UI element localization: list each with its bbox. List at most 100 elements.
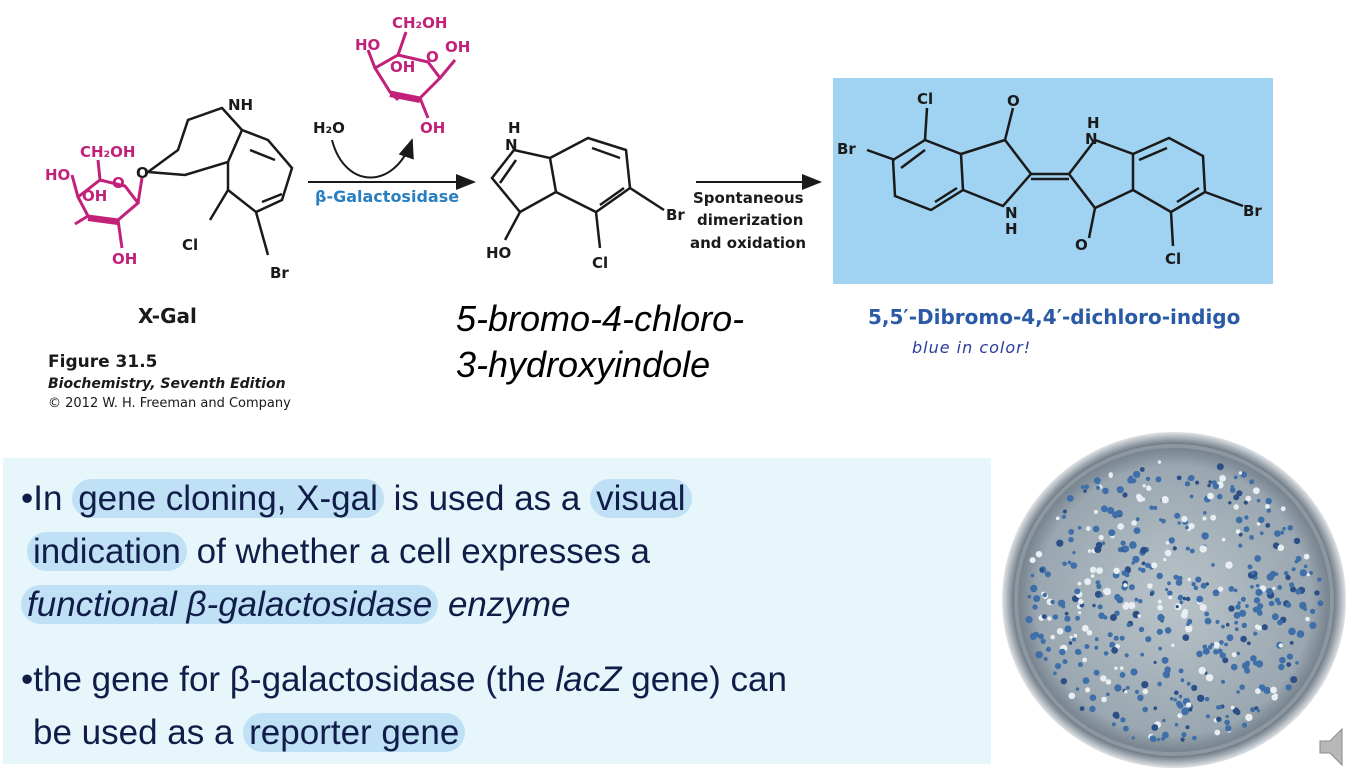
colony <box>1295 588 1302 595</box>
colony <box>1109 614 1117 621</box>
colony <box>1152 505 1158 511</box>
colony <box>1120 717 1126 723</box>
xgal-indole <box>144 106 294 256</box>
colony <box>1040 638 1046 644</box>
colony <box>1157 460 1162 464</box>
colony <box>1066 495 1074 502</box>
colony <box>1061 514 1067 519</box>
colony <box>1196 650 1203 658</box>
colony <box>1185 596 1191 602</box>
colony <box>1239 609 1247 617</box>
speaker-icon[interactable] <box>1316 725 1356 769</box>
colony <box>1247 564 1253 570</box>
colony <box>1068 537 1074 543</box>
intermediate-name-line1: 5-bromo-4-chloro- <box>456 298 745 339</box>
colony <box>1228 501 1232 505</box>
colony <box>1050 634 1055 640</box>
colony <box>1191 581 1196 587</box>
colony <box>1185 625 1193 633</box>
colony <box>1139 467 1145 472</box>
colony <box>1135 517 1140 522</box>
xgal-link-o: O <box>136 164 149 182</box>
colony <box>1171 643 1175 647</box>
colony <box>1127 476 1135 484</box>
colony <box>1253 597 1261 604</box>
colony <box>1266 588 1273 595</box>
int-n: N <box>505 136 518 154</box>
colony <box>1230 705 1235 710</box>
colony <box>1241 622 1247 629</box>
colony <box>1177 702 1184 709</box>
colony <box>1122 545 1130 553</box>
colony <box>1299 569 1307 577</box>
colony <box>1204 696 1210 702</box>
colony <box>1156 628 1163 635</box>
colony <box>1174 512 1181 519</box>
colony <box>1096 567 1103 574</box>
colony <box>1149 592 1154 596</box>
colony <box>1111 647 1118 654</box>
colony <box>1074 588 1081 595</box>
colony <box>1083 489 1087 493</box>
ind-o-bottom: O <box>1075 236 1088 254</box>
colony <box>1212 589 1220 597</box>
colony <box>1233 504 1239 510</box>
lacz-italic: lacZ <box>555 660 622 699</box>
colony <box>1053 671 1057 676</box>
colony <box>1068 692 1076 700</box>
colony <box>1244 667 1251 674</box>
colony <box>1157 613 1165 622</box>
colony <box>1199 545 1207 553</box>
colony <box>1119 672 1126 678</box>
colony <box>1062 561 1067 567</box>
colony <box>1044 571 1051 578</box>
colony <box>1193 585 1199 591</box>
colony <box>1175 579 1183 586</box>
xgal-oh-ring: OH <box>82 187 107 205</box>
colony <box>1157 604 1163 611</box>
colony <box>1257 608 1262 613</box>
colony <box>1274 530 1281 537</box>
colony <box>1165 588 1169 592</box>
colony <box>1309 570 1314 576</box>
colony <box>1309 621 1317 630</box>
colony <box>1269 570 1277 578</box>
colony <box>1208 480 1212 484</box>
colony <box>1138 599 1143 604</box>
xgal-ch2oh: CH₂OH <box>80 143 135 161</box>
colony <box>1220 679 1226 684</box>
colony <box>1228 605 1235 612</box>
colony <box>1131 736 1135 740</box>
colony <box>1218 704 1223 710</box>
colony <box>1235 529 1241 534</box>
ind-cl-bottom: Cl <box>1165 250 1181 268</box>
colony <box>1041 614 1047 619</box>
colony <box>1064 625 1072 633</box>
colony <box>1244 515 1249 520</box>
colony <box>1225 561 1233 569</box>
colony <box>1086 629 1093 636</box>
colony <box>1198 666 1206 675</box>
colony <box>1134 689 1140 694</box>
colony <box>1314 590 1320 596</box>
colony <box>1134 597 1139 602</box>
colony <box>1136 495 1144 503</box>
colony <box>1052 614 1059 620</box>
colony <box>1286 653 1293 660</box>
colony <box>1285 574 1291 581</box>
colony <box>1084 644 1090 649</box>
colony <box>1185 525 1189 530</box>
colony <box>1155 476 1162 483</box>
colony <box>1291 567 1296 572</box>
int-cl: Cl <box>592 254 608 272</box>
indigo-structure: Cl O Br H N N H O Cl Br <box>837 90 1262 268</box>
colony <box>1060 678 1067 685</box>
colony <box>1272 586 1276 590</box>
colony <box>1073 633 1078 638</box>
colony <box>1142 484 1146 488</box>
colony <box>1225 725 1232 732</box>
colony <box>1033 631 1039 638</box>
colony <box>1189 548 1195 554</box>
colony <box>1279 656 1286 664</box>
colony <box>1130 668 1138 676</box>
